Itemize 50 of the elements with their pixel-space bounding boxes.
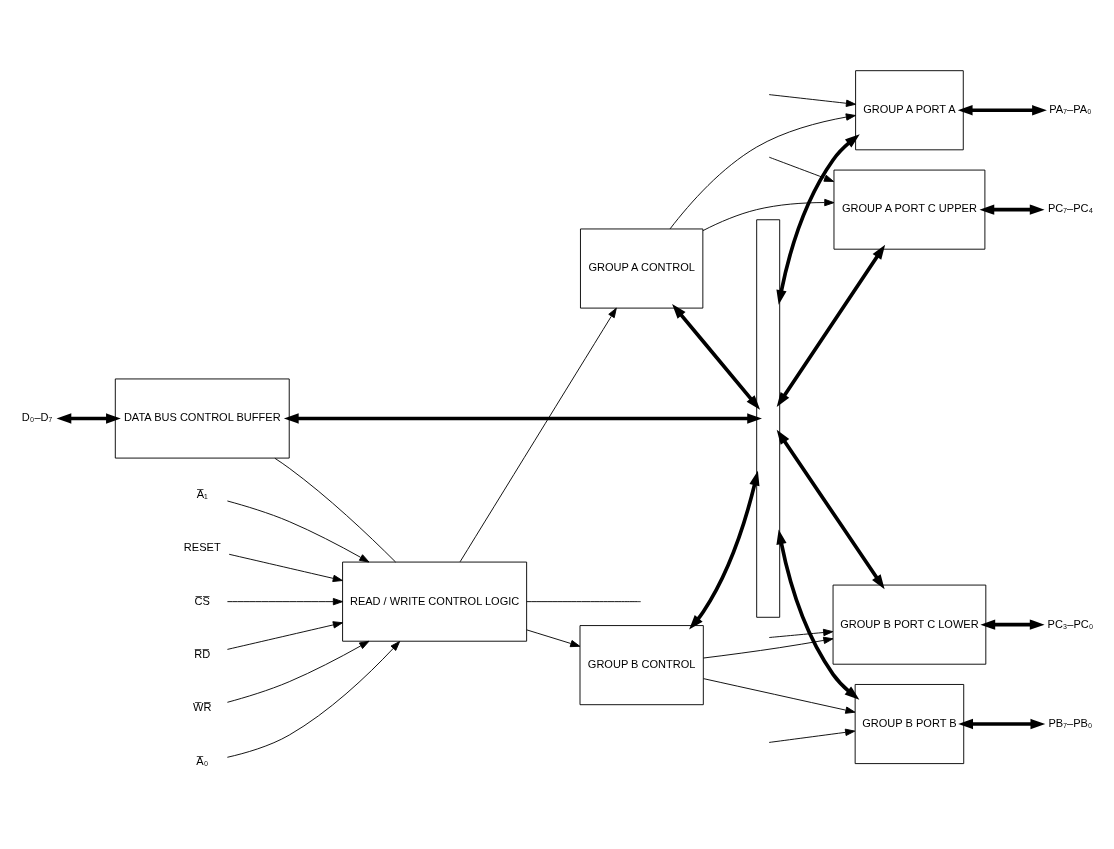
arrow (226, 621, 343, 650)
arrow (702, 636, 834, 659)
node-text: D₀–D₇ (21, 411, 53, 424)
node-box: GROUP A PORT C UPPER (833, 169, 986, 250)
arrow (226, 500, 370, 563)
arrow (776, 134, 860, 305)
arrow (703, 678, 856, 714)
arrow (669, 113, 856, 230)
arrow (526, 629, 581, 648)
arrow (958, 718, 1046, 730)
node-box: READ / WRITE CONTROL LOGIC (342, 561, 528, 642)
arrow (226, 641, 401, 758)
arrow (776, 244, 886, 408)
node-box: GROUP A CONTROL (580, 228, 704, 309)
arrow (980, 619, 1045, 630)
connector (274, 457, 397, 563)
arrow (228, 553, 343, 582)
node-text: W̅R̅ (193, 701, 212, 714)
arrow (226, 640, 370, 703)
arrow (979, 204, 1045, 215)
arrow (56, 413, 121, 424)
arrow (768, 628, 834, 638)
node-text: C̅S̅ (194, 594, 210, 607)
arrow (689, 470, 760, 630)
arrow (768, 728, 856, 743)
node-box: GROUP B PORT C LOWER (832, 584, 987, 665)
arrow (702, 198, 835, 232)
arrow (776, 429, 885, 590)
arrow (776, 529, 860, 700)
node-text: PB₇–PB₀ (1048, 716, 1093, 729)
arrow (459, 307, 617, 563)
node-text: A̅₀ (196, 754, 209, 767)
node-text: PC₇–PC₄ (1047, 202, 1094, 215)
node-box: GROUP A PORT A (855, 70, 964, 151)
node-box: GROUP B PORT B (854, 684, 965, 765)
node-box: DATA BUS CONTROL BUFFER (114, 378, 290, 459)
node-text: A̅₁ (196, 487, 208, 500)
arrow (957, 105, 1047, 116)
node-text: PA₇–PA₀ (1049, 103, 1092, 116)
node-box: GROUP B CONTROL (579, 625, 704, 706)
connector (526, 601, 642, 603)
node-text: RESET (183, 541, 221, 554)
node-text: PC₃–PC₀ (1047, 617, 1094, 630)
node-text: R̅D̅ (194, 647, 211, 660)
node-bar (756, 219, 781, 618)
arrow (672, 304, 761, 410)
arrow (283, 413, 762, 424)
arrow (768, 94, 857, 107)
arrow (768, 156, 835, 182)
arrow (226, 597, 343, 606)
